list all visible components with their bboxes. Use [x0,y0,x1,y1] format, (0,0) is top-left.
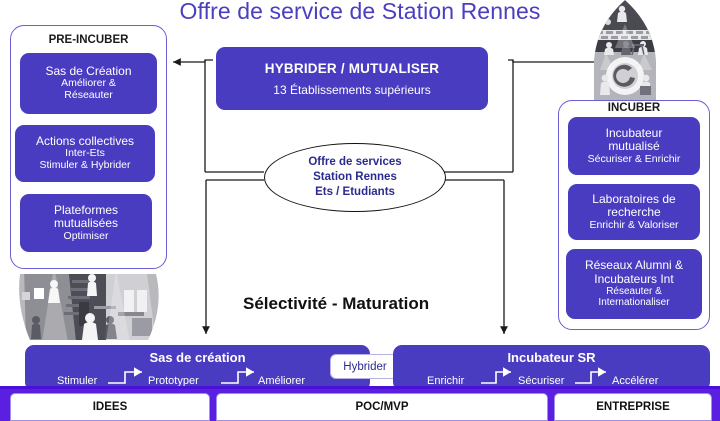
incuber-card-laboratoires-de-recherche[interactable]: Laboratoires de recherche Enrichir & Val… [568,184,700,240]
card-line-3: Stimuler & Hybrider [39,159,131,172]
process-step-accelerer[interactable]: Accélérer [612,375,659,387]
process-step-arrows-right [481,367,606,384]
card-line-2: recherche [607,205,661,220]
process-step-arrows-left [108,367,254,384]
ellipse-line-2: Station Rennes [313,171,397,184]
card-line-2: Incubateurs Int [594,271,674,286]
incubateur-sr-process-bar[interactable]: Incubateur SR [393,345,710,391]
card-line-1: Incubateur [605,125,663,140]
card-line-1: Actions collectives [35,134,135,149]
pre-incuber-container [10,25,167,269]
pre-incuber-card-sas-de-creation[interactable]: Sas de Création Améliorer & Réseauter [20,53,157,114]
stage-cell-poc-mvp[interactable]: POC/MVP [216,393,548,421]
card-line-3: Enrichir & Valoriser [589,218,679,231]
rocket-incubator-illustration [594,0,656,100]
card-line-1: Sas de Création [45,64,132,79]
card-line-3: Sécuriser & Enrichir [587,152,681,165]
process-step-enrichir[interactable]: Enrichir [427,375,465,387]
card-line-3: Optimiser [63,229,109,242]
card-line-2: mutualisées [53,216,119,231]
card-line-3: Réseauter [64,89,113,102]
coworking-illustration [19,274,159,340]
process-step-prototyper[interactable]: Prototyper [148,375,199,387]
card-line-1: Réseaux Alumni & [584,258,684,273]
process-step-securiser[interactable]: Sécuriser [518,375,565,387]
card-line-2: mutualisé [608,139,660,154]
page-title: Offre de service de Station Rennes [179,0,541,24]
process-step-stimuler[interactable]: Stimuler [57,375,98,387]
process-title: Sas de création [149,350,246,365]
selectivite-maturation-label: Sélectivité - Maturation [243,294,430,313]
sas-de-creation-process-bar[interactable]: Sas de création [25,345,370,391]
incuber-card-incubateur-mutualise[interactable]: Incubateur mutualisé Sécuriser & Enrichi… [568,117,700,175]
hybrider-mutualiser-banner[interactable]: HYBRIDER / MUTUALISER 13 Établissements … [216,47,488,110]
stage-cell-idees[interactable]: IDEES [10,393,210,421]
card-line-2: Améliorer & [61,77,116,90]
pre-incuber-card-actions-collectives[interactable]: Actions collectives Inter-Ets Stimuler &… [15,125,155,182]
incuber-card-reseaux-alumni[interactable]: Réseaux Alumni & Incubateurs Int Réseaut… [566,249,702,319]
pre-incuber-heading: PRE-INCUBER [48,34,129,46]
stage-strip: IDEES POC/MVP ENTREPRISE [0,386,720,421]
card-line-4: Internationaliser [598,297,670,309]
card-line-1: Plateformes [53,202,119,217]
card-line-3: Réseauter & [606,286,662,298]
ellipse-line-1: Offre de services [308,156,402,169]
banner-subtitle: 13 Établissements supérieurs [273,82,431,97]
stage-cell-entreprise[interactable]: ENTREPRISE [554,393,712,421]
offre-de-services-ellipse[interactable]: Offre de services Station Rennes Ets / E… [264,143,446,212]
incuber-heading: INCUBER [607,102,661,114]
incuber-container [558,100,710,330]
hybrider-chip[interactable]: Hybrider [330,354,400,379]
ellipse-line-3: Ets / Etudiants [315,185,395,198]
process-step-ameliorer[interactable]: Améliorer [258,375,306,387]
card-line-1: Laboratoires de [592,191,676,206]
pre-incuber-card-plateformes-mutualisees[interactable]: Plateformes mutualisées Optimiser [20,194,152,252]
card-line-2: Inter-Ets [65,147,105,160]
process-title: Incubateur SR [507,350,596,365]
banner-title: HYBRIDER / MUTUALISER [264,60,440,76]
